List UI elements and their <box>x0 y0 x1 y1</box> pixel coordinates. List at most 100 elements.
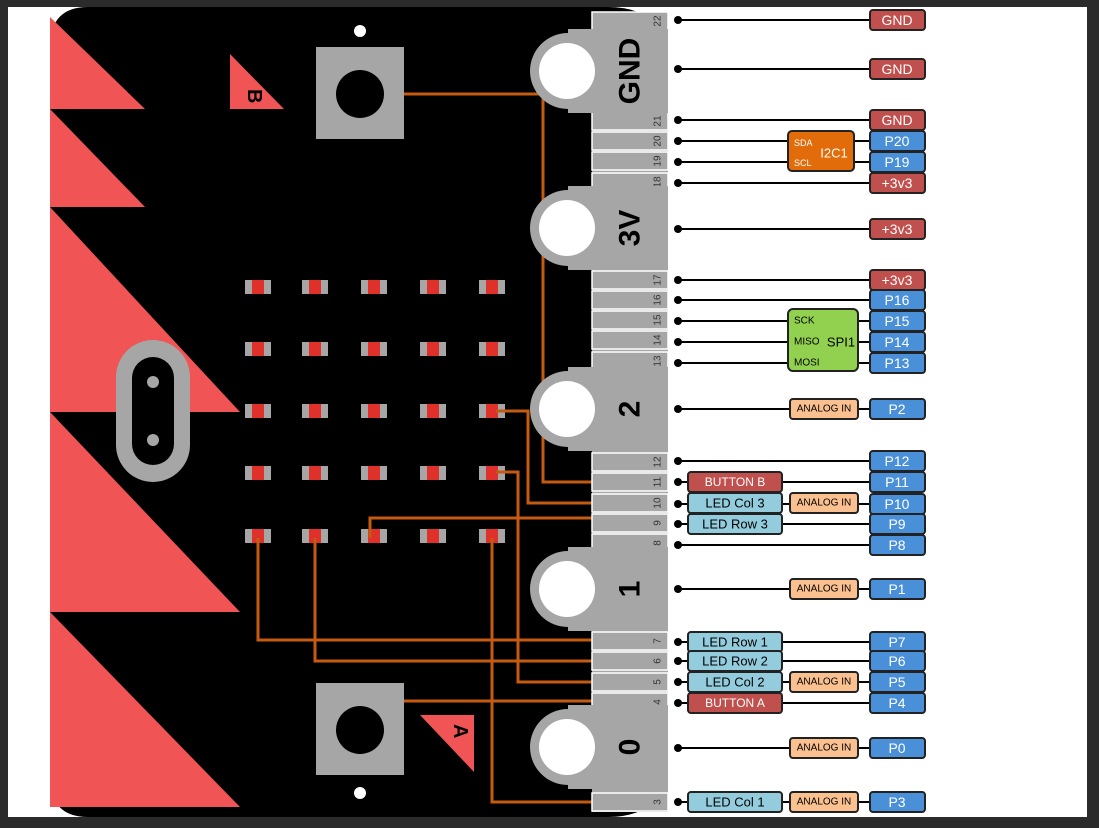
led-row-3-tag: LED Row 3 <box>687 513 783 535</box>
analog-in-tag: ANALOG IN <box>789 398 859 420</box>
button-b-tag-label: BUTTON B <box>705 475 765 489</box>
led-r2-c5 <box>479 342 505 356</box>
pin-number-label: 21 <box>653 115 664 127</box>
pin-tag-label: P20 <box>885 133 910 149</box>
pin-number-label: 18 <box>653 176 664 188</box>
pin-tag-p19: P19 <box>869 151 926 173</box>
i2c-block: SDA SCL I2C1 <box>787 130 855 172</box>
leader-dot <box>674 317 682 325</box>
connector-finger-15: 15 <box>591 310 669 330</box>
led-col-3-tag: LED Col 3 <box>687 492 783 514</box>
pin-tag-label: P11 <box>885 474 909 490</box>
led-col-1-tag-label: LED Col 1 <box>705 795 764 810</box>
led-col-3-tag-label: LED Col 3 <box>705 496 764 511</box>
pin-tag-label: P19 <box>885 154 910 170</box>
spi-miso-label: MISO <box>794 337 820 348</box>
pin-number-label: 15 <box>653 314 664 326</box>
led-row-2-tag-label: LED Row 2 <box>702 654 768 669</box>
leader-dot <box>674 744 682 752</box>
led-r5-c4 <box>420 529 446 543</box>
pin-number-label: 3 <box>653 799 664 805</box>
pin-number-label: 7 <box>653 638 664 644</box>
led-col-2-tag: LED Col 2 <box>687 671 783 693</box>
led-r3-c3 <box>361 404 387 418</box>
pin-tag-label: P10 <box>885 496 910 512</box>
pad-label: 2 <box>614 401 647 418</box>
connector-finger-3: 3 <box>591 792 669 812</box>
pin-number-label: 6 <box>653 658 664 664</box>
pin-tag-label: P12 <box>885 453 910 469</box>
led-r1-c4 <box>420 280 446 294</box>
analog-in-tag: ANALOG IN <box>789 578 859 600</box>
i2c-title: I2C1 <box>820 146 847 161</box>
leader-dot <box>674 16 682 24</box>
led-row-1-tag-label: LED Row 1 <box>702 635 768 650</box>
connector-finger-19: 19 <box>591 151 669 171</box>
pin-number-label: 14 <box>653 334 664 346</box>
pin-tag-label: P16 <box>885 292 910 308</box>
board-decoration <box>50 17 240 807</box>
pin-number-label: 17 <box>653 274 664 286</box>
leader-dot <box>674 699 682 707</box>
board-outline <box>50 7 668 817</box>
spi-sck-label: SCK <box>794 316 815 327</box>
i2c-sda-label: SDA <box>794 138 813 148</box>
pin-number-label: 11 <box>653 476 664 487</box>
pin-tag-label: P0 <box>888 740 905 756</box>
pin-tag-p14: P14 <box>869 331 926 353</box>
led-r5-c5 <box>479 529 505 543</box>
connector-finger-14: 14 <box>591 330 669 350</box>
pin-tag-label: +3v3 <box>882 175 913 191</box>
connector-finger-5: 5 <box>591 672 669 692</box>
leader-dot <box>674 798 682 806</box>
pin-number-label: 16 <box>653 294 664 306</box>
leader-dot <box>674 225 682 233</box>
pin-tag-gnd: GND <box>869 58 926 80</box>
leader-dot <box>674 541 682 549</box>
pin-tag-3v3: +3v3 <box>869 172 926 194</box>
mounting-dot-bottom <box>354 787 366 799</box>
pin-number-label: 9 <box>653 520 664 526</box>
button-a-label: A <box>449 724 471 738</box>
analog-in-tag: ANALOG IN <box>789 492 859 514</box>
pin-tag-p0: P0 <box>869 737 926 759</box>
pad-label: 0 <box>614 739 647 756</box>
pin-number-label: 19 <box>653 155 664 167</box>
led-r1-c3 <box>361 280 387 294</box>
led-r4-c4 <box>420 466 446 480</box>
pin-number-label: 10 <box>653 497 664 509</box>
pin-tag-label: GND <box>881 112 912 128</box>
analog-in-tag: ANALOG IN <box>789 671 859 693</box>
pad-label: GND <box>614 38 647 105</box>
leader-dot <box>674 478 682 486</box>
button-b-marker <box>230 54 284 109</box>
pin-tag-p20: P20 <box>869 130 926 152</box>
leader-dot <box>674 65 682 73</box>
led-col-2-tag-label: LED Col 2 <box>705 675 764 690</box>
pin-tag-label: P8 <box>888 537 905 553</box>
leader-dot <box>674 678 682 686</box>
pin-tag-p9: P9 <box>869 513 926 535</box>
button-a-marker <box>420 715 474 772</box>
analog-in-tag-label: ANALOG IN <box>797 797 851 808</box>
led-col-1-tag: LED Col 1 <box>687 791 783 813</box>
pin-tag-p4: P4 <box>869 692 926 714</box>
connector-finger-21: 21 <box>591 111 669 131</box>
spi-mosi-label: MOSI <box>794 358 820 369</box>
pin-tag-p6: P6 <box>869 650 926 672</box>
i2c-scl-label: SCL <box>794 158 812 168</box>
pin-tag-p15: P15 <box>869 310 926 332</box>
leader-dot <box>674 179 682 187</box>
pin-tag-p2: P2 <box>869 398 926 420</box>
spi-title: SPI1 <box>827 335 855 350</box>
button-a-tag: BUTTON A <box>687 692 783 714</box>
pin-tag-label: P1 <box>888 581 905 597</box>
led-r5-c1 <box>245 529 271 543</box>
led-r3-c1 <box>245 404 271 418</box>
button-b[interactable] <box>316 47 404 139</box>
button-b-tag: BUTTON B <box>687 471 783 493</box>
button-a[interactable] <box>316 683 404 775</box>
connector-finger-22: 22 <box>591 11 669 31</box>
